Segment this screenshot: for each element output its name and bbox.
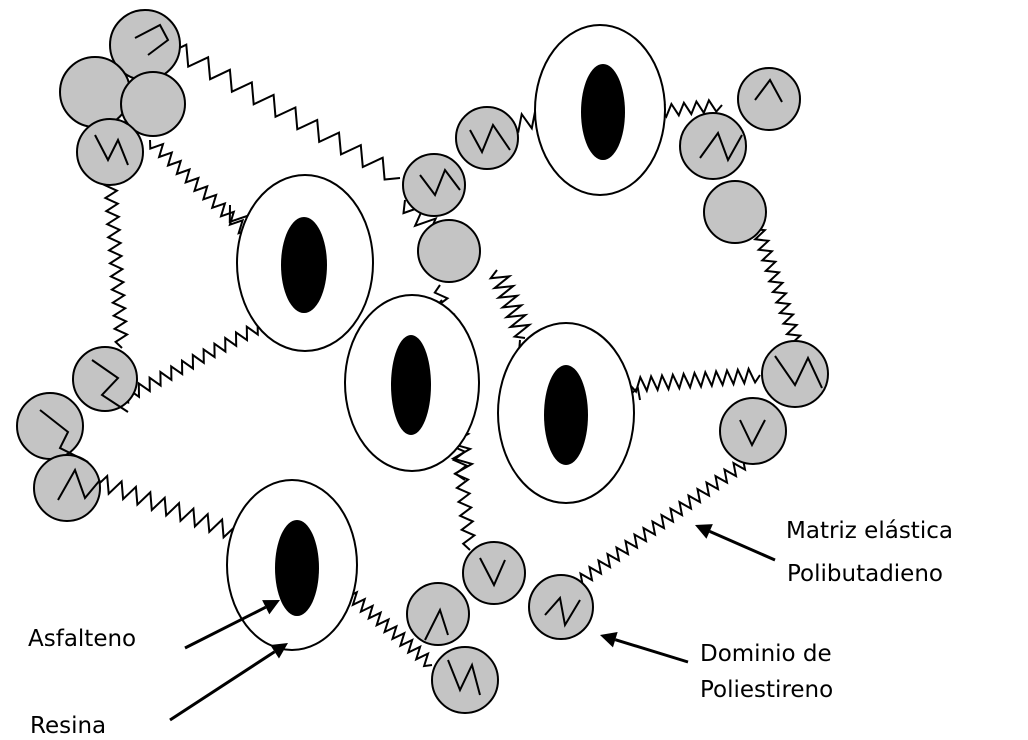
- chain-end-zigzag: [739, 419, 766, 448]
- chain-end-zigzag: [544, 595, 581, 628]
- arrow-line: [169, 650, 276, 722]
- label-poliestireno: Poliestireno: [700, 677, 833, 703]
- polystyrene-bead: [72, 346, 138, 412]
- spring-chain: [102, 177, 130, 349]
- asphaltene-core: [544, 365, 588, 465]
- arrow-head: [262, 600, 280, 615]
- asphaltene-core: [391, 335, 431, 435]
- spring-chain: [344, 590, 433, 668]
- polystyrene-bead: [417, 219, 481, 283]
- chain-end-zigzag: [424, 607, 449, 641]
- spring-chain: [488, 269, 533, 339]
- label-polibutadieno: Polibutadieno: [787, 561, 943, 587]
- spring-chain: [629, 366, 761, 394]
- chain-end-zigzag: [754, 78, 783, 103]
- asphaltene-core: [581, 64, 625, 160]
- arrow-line: [614, 638, 689, 664]
- polystyrene-bead: [679, 112, 747, 180]
- asphaltene-cores: [275, 64, 625, 616]
- chain-end-zigzag: [57, 467, 101, 501]
- asphaltene-core: [281, 217, 327, 313]
- spring-chain: [574, 454, 756, 588]
- label-dominio-de: Dominio de: [700, 641, 832, 667]
- polystyrene-bead: [719, 397, 787, 465]
- chain-end-zigzag: [469, 122, 511, 155]
- asphaltene-core: [275, 520, 319, 616]
- chain-end-zigzag: [91, 359, 129, 413]
- polystyrene-bead: [462, 541, 526, 605]
- chain-ends-in-domains: [39, 23, 823, 696]
- polystyrene-bead: [33, 454, 101, 522]
- label-resina: Resina: [30, 713, 106, 739]
- arrow-head: [270, 643, 288, 659]
- polystyrene-bead: [59, 56, 131, 128]
- chain-end-zigzag: [39, 409, 89, 463]
- chain-end-zigzag: [419, 167, 461, 198]
- resin-shells: [226, 24, 666, 651]
- polystyrene-bead: [120, 71, 186, 137]
- spring-chain: [89, 473, 249, 545]
- chain-end-zigzag: [479, 557, 506, 588]
- arrow-line: [184, 605, 267, 650]
- polystyrene-bead: [76, 118, 144, 186]
- polystyrene-bead: [737, 67, 801, 131]
- chain-end-zigzag: [699, 130, 743, 163]
- chain-end-zigzag: [134, 23, 170, 56]
- polystyrene-bead: [761, 340, 829, 408]
- polystyrene-bead: [402, 153, 466, 217]
- arrow-head: [695, 524, 713, 539]
- label-matriz-elastica: Matriz elástica: [786, 518, 953, 544]
- polystyrene-bead: [703, 180, 767, 244]
- chain-end-zigzag: [94, 134, 129, 166]
- spring-chain: [159, 39, 401, 181]
- polystyrene-domains: [16, 9, 829, 714]
- arrow-head: [600, 632, 618, 648]
- chain-end-zigzag: [774, 355, 823, 389]
- label-arrows: [169, 524, 776, 722]
- chain-end-zigzag: [447, 659, 481, 696]
- spring-chain: [119, 313, 283, 404]
- polystyrene-bead: [16, 392, 84, 460]
- label-asfalteno: Asfalteno: [28, 626, 136, 652]
- arrow-line: [709, 530, 776, 562]
